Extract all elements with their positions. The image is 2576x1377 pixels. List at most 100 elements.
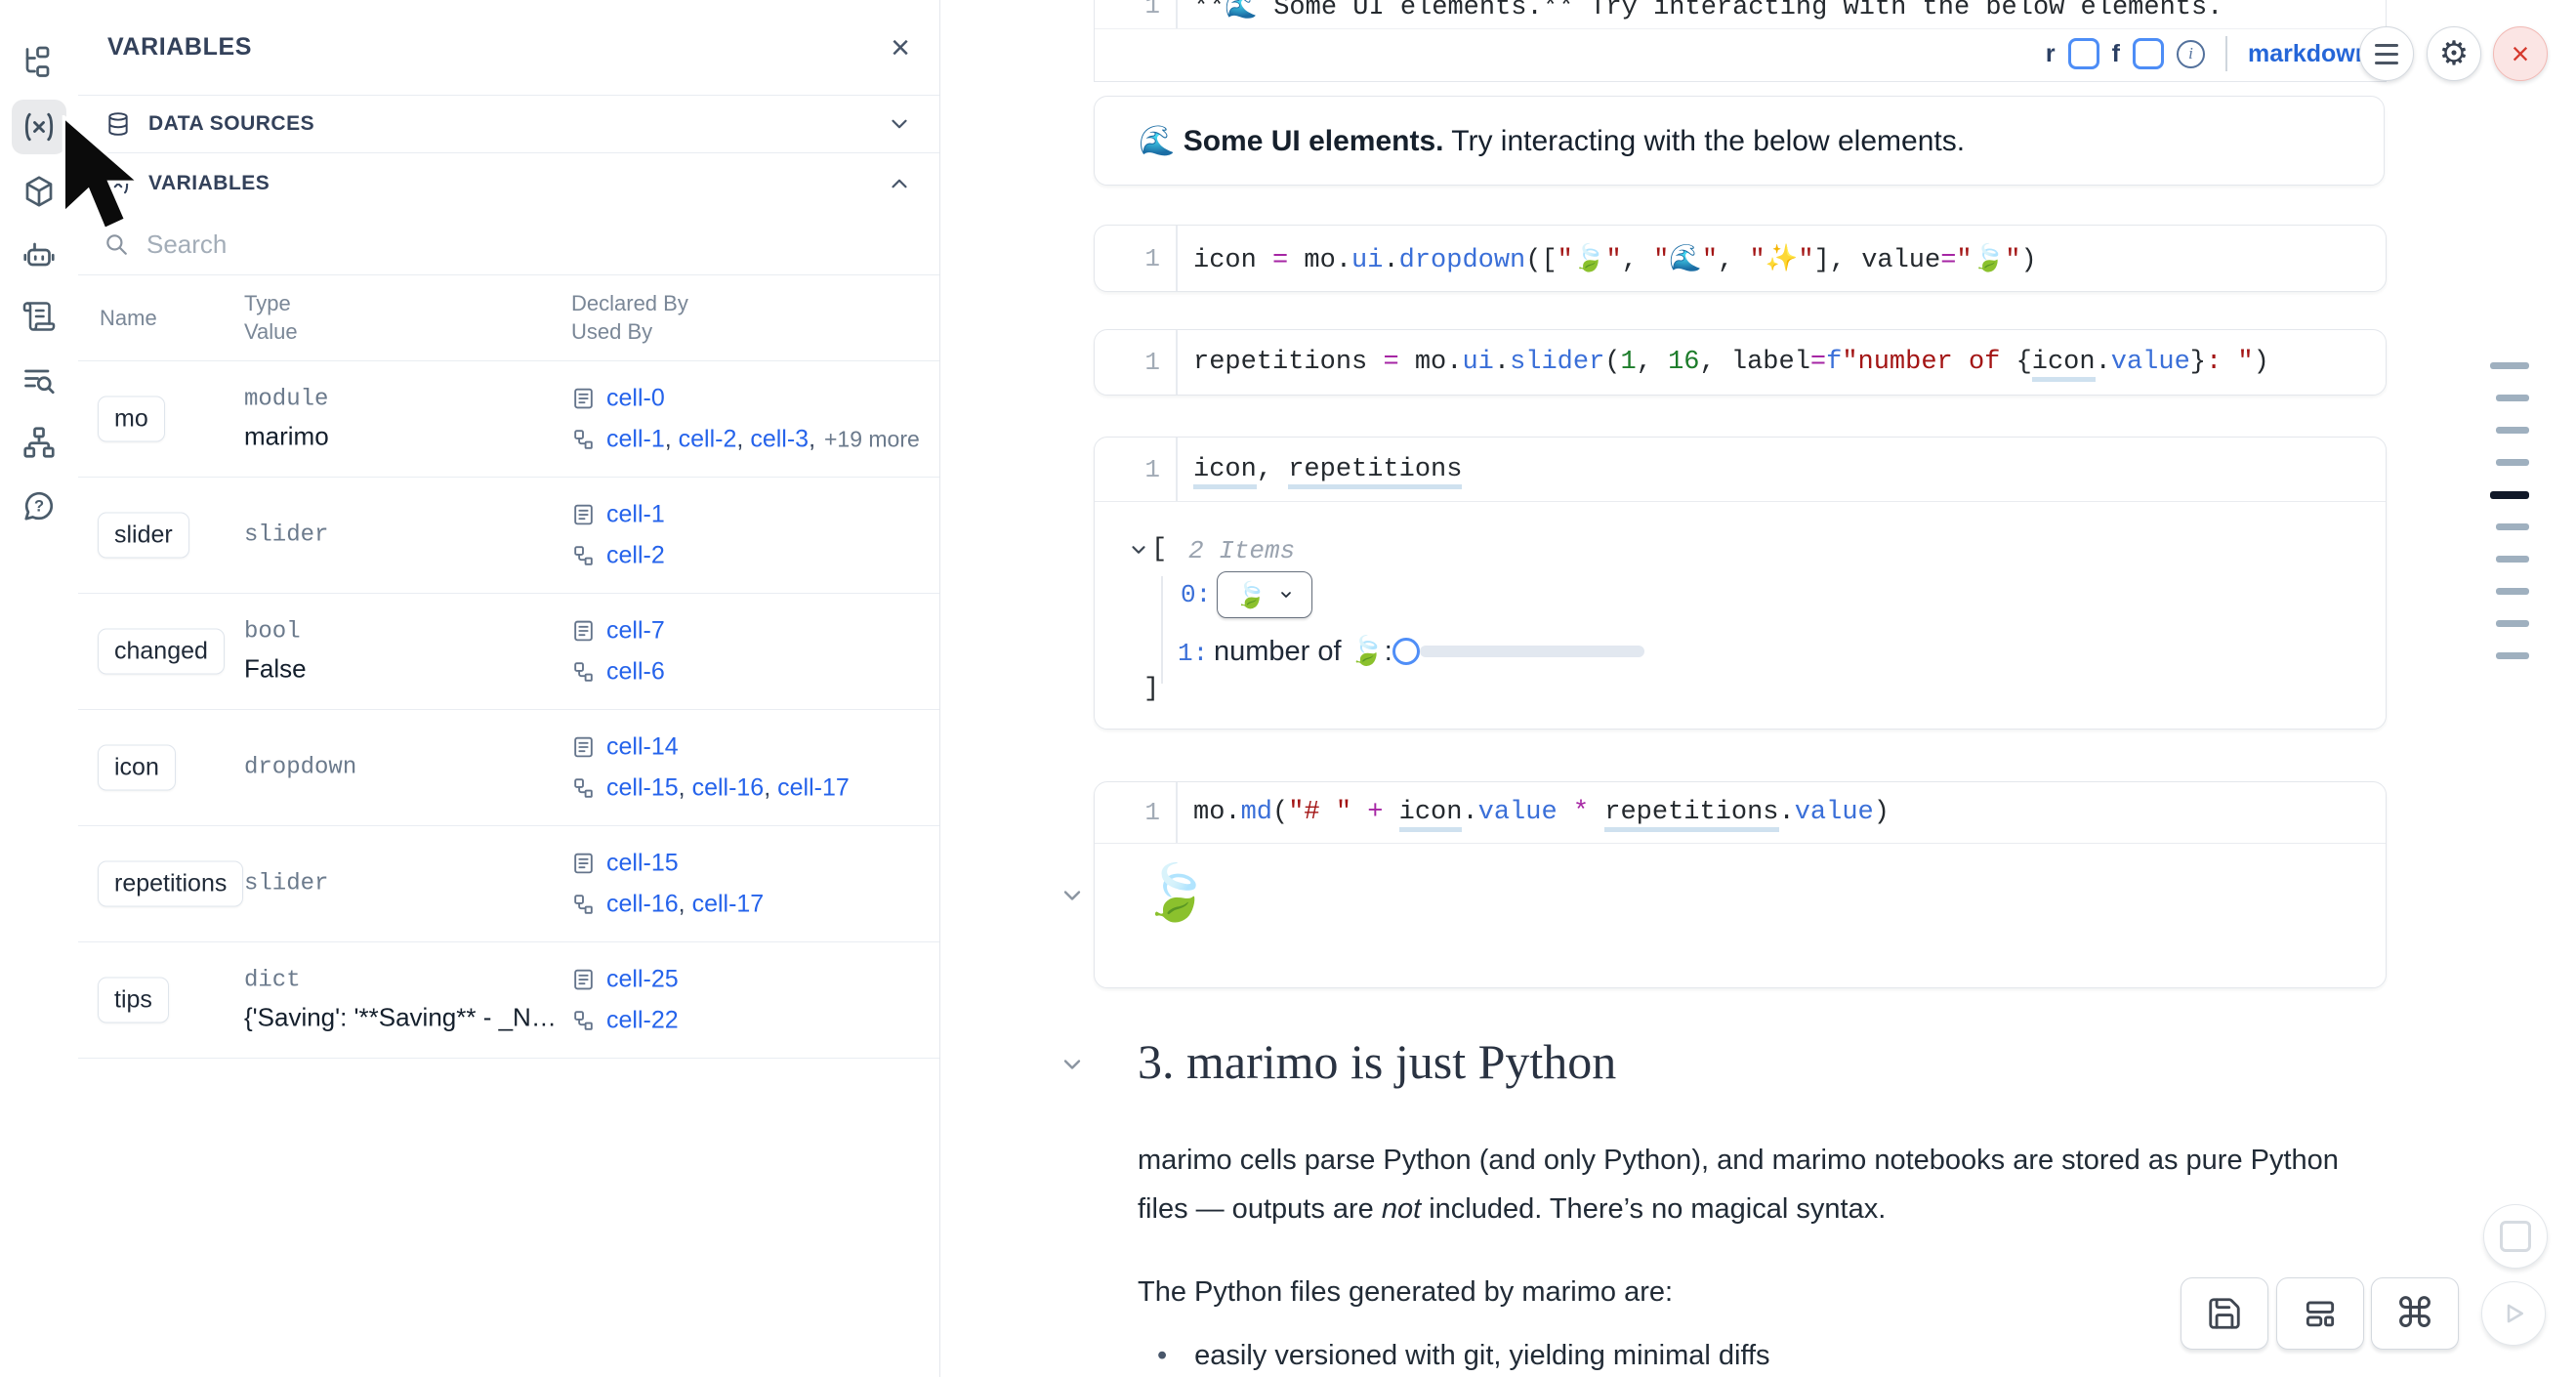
cell-link[interactable]: cell-16 <box>691 773 765 802</box>
declared-used-cell: cell-25 cell-22 <box>571 966 679 1035</box>
more-cells-link[interactable]: +19 more <box>823 426 920 452</box>
variables-icon <box>24 112 54 142</box>
cell-link[interactable]: cell-25 <box>606 965 679 993</box>
cell-expression[interactable]: 1 icon, repetitions [ 2 Items 0: 🍃 1: nu… <box>1094 437 2387 730</box>
cell-link[interactable]: cell-22 <box>606 1006 679 1034</box>
minimap-cell-marker[interactable] <box>2496 523 2529 530</box>
cell-dropdown-code[interactable]: 1 icon = mo.ui.dropdown(["🍃", "🌊", "✨"],… <box>1094 225 2387 292</box>
cell-markdown-source[interactable]: 1 **🌊 Some UI elements.** Try interactin… <box>1094 0 2387 82</box>
cell-link[interactable]: cell-1 <box>606 425 665 453</box>
sidebar-item-dependency-graph[interactable] <box>12 415 66 470</box>
cell-link[interactable]: cell-17 <box>691 890 765 918</box>
section-collapse-icon[interactable] <box>1059 1051 1086 1078</box>
markdown-language-button[interactable]: markdown <box>2247 39 2370 67</box>
cell-link[interactable]: cell-1 <box>606 500 665 528</box>
minimap-cell-marker[interactable] <box>2496 556 2529 563</box>
cell-md-expression[interactable]: 1 mo.md("# " + icon.value * repetitions.… <box>1094 781 2387 988</box>
variable-name-badge[interactable]: changed <box>98 628 225 675</box>
array-index-0: 0: <box>1181 580 1212 609</box>
section-variables[interactable]: VARIABLES <box>78 153 939 214</box>
cell-link[interactable]: cell-17 <box>777 773 850 802</box>
line-number: 1 <box>1095 438 1178 501</box>
code-editor[interactable]: icon = mo.ui.dropdown(["🍃", "🌊", "✨"], v… <box>1193 245 2037 275</box>
minimap-cell-marker[interactable] <box>2496 588 2529 595</box>
minimap-cell-marker[interactable] <box>2496 395 2529 401</box>
format-checkbox[interactable] <box>2132 38 2164 69</box>
mouse-cursor-icon <box>62 115 144 231</box>
sidebar-item-file-tree[interactable] <box>12 35 66 90</box>
save-button[interactable] <box>2181 1277 2268 1350</box>
cell-link[interactable]: cell-2 <box>678 425 737 453</box>
bullet-item: • easily versioned with git, yielding mi… <box>1157 1340 1770 1372</box>
column-header-name: Name <box>100 305 157 330</box>
cell-link[interactable]: cell-3 <box>750 425 810 453</box>
sidebar-item-help[interactable]: ? <box>12 479 66 533</box>
shutdown-button[interactable]: × <box>2493 26 2548 81</box>
cell-link[interactable]: cell-0 <box>606 384 665 412</box>
link-icon <box>574 778 593 798</box>
variable-name-badge[interactable]: slider <box>98 512 189 559</box>
sidebar-item-ai-assistant[interactable] <box>12 229 66 283</box>
variable-type: dropdown <box>244 754 357 781</box>
layout-button[interactable] <box>2276 1277 2364 1350</box>
chevron-up-icon[interactable] <box>887 171 912 196</box>
reactive-checkbox[interactable] <box>2067 38 2099 69</box>
sidebar-item-variables[interactable] <box>12 100 66 154</box>
dropdown-widget[interactable]: 🍃 <box>1217 571 1312 618</box>
array-items-count: 2 Items <box>1188 536 1296 565</box>
variable-name-badge[interactable]: repetitions <box>98 860 244 907</box>
settings-button[interactable]: ⚙ <box>2427 26 2481 81</box>
stop-button[interactable] <box>2483 1204 2548 1269</box>
variable-name-badge[interactable]: tips <box>98 977 169 1023</box>
sidebar-item-logs[interactable] <box>12 353 66 407</box>
cell-slider-code[interactable]: 1 repetitions = mo.ui.slider(1, 16, labe… <box>1094 329 2387 396</box>
minimap-cell-marker[interactable] <box>2496 459 2529 466</box>
slider-thumb[interactable] <box>1392 638 1420 665</box>
menu-button[interactable] <box>2359 26 2414 81</box>
variable-name-badge[interactable]: mo <box>98 396 165 442</box>
tree-collapse-icon[interactable] <box>1128 539 1149 561</box>
section-data-sources[interactable]: DATA SOURCES <box>78 96 939 153</box>
section-paragraph-2: The Python files generated by marimo are… <box>1138 1276 1674 1308</box>
minimap-cell-marker[interactable] <box>2496 427 2529 434</box>
cell-link[interactable]: cell-2 <box>606 541 665 569</box>
code-editor[interactable]: mo.md("# " + icon.value * repetitions.va… <box>1178 798 1890 832</box>
code-editor[interactable]: repetitions = mo.ui.slider(1, 16, label=… <box>1178 348 2269 382</box>
info-icon[interactable]: i <box>2176 39 2205 68</box>
menu-icon <box>2375 43 2398 64</box>
cell-link[interactable]: cell-6 <box>606 657 665 686</box>
code-editor[interactable]: icon, repetitions <box>1178 454 1463 489</box>
variable-type: slider <box>244 522 329 549</box>
section-label: DATA SOURCES <box>148 112 315 135</box>
column-header-declared-by: Declared By <box>571 291 688 315</box>
column-header-type: Type <box>244 291 291 315</box>
minimap-active-cell-marker[interactable] <box>2490 491 2529 499</box>
cell-link[interactable]: cell-15 <box>606 773 679 802</box>
sidebar-item-scratchpad[interactable] <box>12 289 66 344</box>
cell-link[interactable]: cell-15 <box>606 849 679 877</box>
cell-link[interactable]: cell-14 <box>606 732 679 761</box>
variable-name-badge[interactable]: icon <box>98 744 176 791</box>
chevron-down-icon[interactable] <box>887 111 912 137</box>
markdown-output: 🌊 Some UI elements. Try interacting with… <box>1094 96 2385 186</box>
minimap-cell-marker[interactable] <box>2496 620 2529 627</box>
sidebar-item-packages[interactable] <box>12 164 66 219</box>
run-button[interactable] <box>2481 1281 2546 1346</box>
keyboard-shortcuts-button[interactable]: ⌘ <box>2371 1277 2459 1350</box>
code-editor[interactable]: **🌊 Some UI elements.** Try interacting … <box>1193 0 2223 22</box>
cell-link[interactable]: cell-16 <box>606 890 679 918</box>
minimap-cell-marker[interactable] <box>2496 652 2529 659</box>
link-icon <box>574 546 593 565</box>
slider-widget-label: number of 🍃: <box>1214 636 1392 667</box>
type-value-cell: bool False <box>244 619 307 685</box>
search-input[interactable] <box>145 228 734 261</box>
cell-collapse-icon[interactable] <box>1059 882 1086 909</box>
cell-link[interactable]: cell-7 <box>606 616 665 645</box>
dropdown-value: 🍃 <box>1234 579 1267 609</box>
variable-type: bool <box>244 618 301 646</box>
close-icon[interactable]: × <box>891 28 910 66</box>
robot-icon <box>23 242 55 267</box>
minimap-cell-marker[interactable] <box>2490 362 2529 369</box>
slider-track[interactable] <box>1420 646 1644 657</box>
section-heading: 3. marimo is just Python <box>1138 1034 1617 1089</box>
